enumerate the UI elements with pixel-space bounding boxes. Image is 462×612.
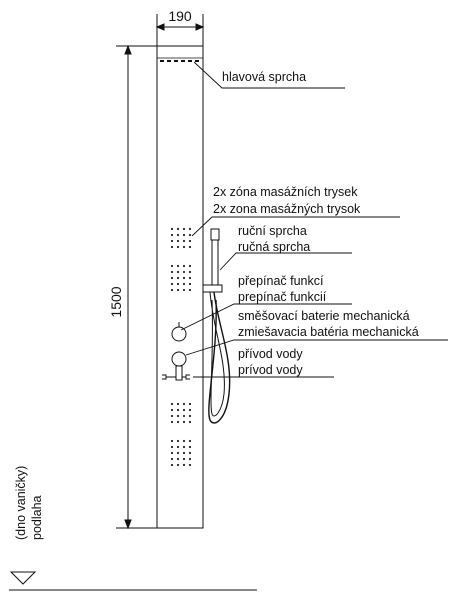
label-hand-shower-sk: ručná sprcha xyxy=(238,240,310,254)
shower-panel xyxy=(156,45,204,529)
diverter-knob-icon xyxy=(171,322,187,342)
width-dimension xyxy=(155,14,205,46)
height-label: 1500 xyxy=(108,286,124,317)
label-supply-cz: přívod vody xyxy=(238,347,303,361)
shower-holder xyxy=(202,284,223,293)
leader-head-shower xyxy=(193,61,345,89)
shower-hose xyxy=(208,291,231,424)
height-arrow-bottom xyxy=(124,519,132,530)
label-hand-shower-cz: ruční sprcha xyxy=(238,224,307,238)
massage-zone-lower xyxy=(170,402,192,467)
label-diverter-cz: přepínač funkcí xyxy=(238,274,324,288)
floor-level-marker-icon xyxy=(9,571,37,585)
label-head-shower: hlavová sprcha xyxy=(222,70,306,84)
leader-mixer xyxy=(185,339,448,356)
hand-shower-handle xyxy=(211,239,219,287)
width-arrow-right xyxy=(195,23,205,31)
label-diverter-sk: prepínač funkcií xyxy=(238,290,327,304)
leader-hand-shower xyxy=(219,252,352,271)
shower-hose-inner xyxy=(209,291,225,417)
width-arrow-left xyxy=(155,23,165,31)
floor-label-floor: podlaha xyxy=(30,495,44,540)
massage-zone-upper xyxy=(170,227,192,292)
label-mixer-sk: zmiešavacia batéria mechanická xyxy=(238,325,419,339)
mixer-valve-icon xyxy=(171,351,187,381)
label-massage-cz: 2x zóna masážních trysek xyxy=(213,185,358,199)
leader-diverter xyxy=(180,303,352,331)
hand-shower xyxy=(202,228,223,293)
label-massage-sk: 2x zona masážných trysok xyxy=(213,202,361,216)
width-label: 190 xyxy=(168,8,192,24)
label-mixer-cz: směšovací baterie mechanická xyxy=(238,309,410,323)
label-supply-sk: prívod vody xyxy=(238,363,303,377)
hand-shower-head-icon xyxy=(210,228,220,241)
leader-lines xyxy=(180,61,448,378)
height-dimension xyxy=(116,44,157,530)
head-shower-nozzles xyxy=(160,60,199,62)
leader-massage xyxy=(191,216,400,237)
floor-label-tray: (dno vaničky) xyxy=(14,466,28,540)
water-supply-icon xyxy=(162,374,190,380)
height-arrow-top xyxy=(124,44,132,55)
